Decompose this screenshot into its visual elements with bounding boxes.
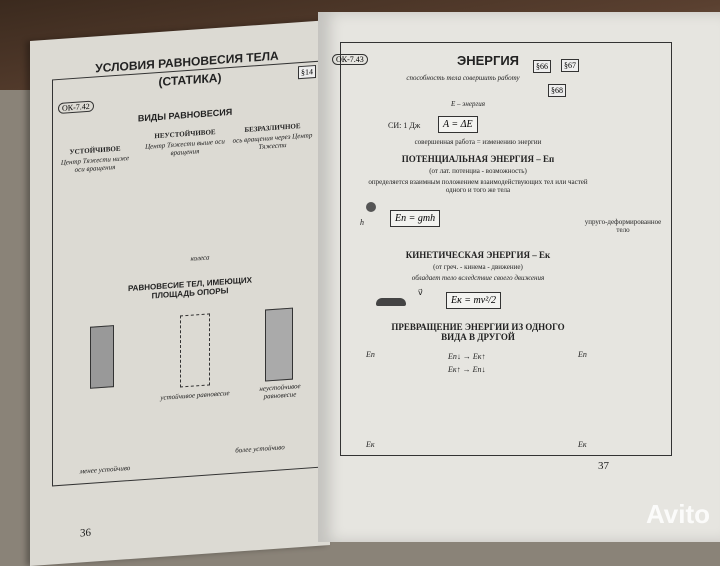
height-label: h bbox=[360, 218, 364, 227]
velocity-label: v⃗ bbox=[418, 288, 423, 297]
potential-heading: ПОТЕНЦИАЛЬНАЯ ЭНЕРГИЯ – Eп bbox=[401, 154, 555, 164]
kinetic-desc: обладает тело вследствие своего движения bbox=[411, 274, 545, 282]
section-badge: §68 bbox=[548, 84, 566, 97]
work-text: совершенная работа = изменению энергии bbox=[414, 138, 542, 146]
section-badge: §67 bbox=[561, 59, 579, 72]
si-unit: СИ: 1 Дж bbox=[388, 121, 421, 130]
ep-label-right: Eп bbox=[578, 350, 587, 359]
section-badge: §66 bbox=[533, 60, 551, 73]
kinetic-origin: (от греч. - кинема - движение) bbox=[433, 263, 523, 271]
block-unstable bbox=[265, 307, 293, 382]
page-title: ЭНЕРГИЯ bbox=[456, 53, 520, 68]
potential-origin: (от лат. потенциа - возможность) bbox=[429, 167, 527, 175]
spring-label: упруго-деформированное тело bbox=[584, 218, 662, 235]
ek-label: Eк bbox=[366, 440, 375, 449]
potential-desc: определяется взаимным положением взаимод… bbox=[368, 178, 588, 195]
section-badge: §14 bbox=[298, 64, 316, 80]
potential-formula: Eп = gmh bbox=[390, 210, 441, 227]
kinetic-formula: Eк = mv²/2 bbox=[446, 292, 501, 309]
ball-icon bbox=[366, 202, 376, 212]
energy-label: E – энергия bbox=[451, 100, 485, 108]
transform-1: Eп↓ → Eк↑ bbox=[448, 352, 486, 361]
page-number-left: 36 bbox=[80, 526, 91, 540]
kinetic-heading: КИНЕТИЧЕСКАЯ ЭНЕРГИЯ – Eк bbox=[405, 250, 551, 260]
right-frame bbox=[340, 42, 672, 456]
code-badge: ОК-7.43 bbox=[332, 54, 368, 65]
transform-2: Eк↑ → Eп↓ bbox=[448, 365, 486, 374]
block-stable bbox=[90, 325, 114, 389]
work-formula: A = ΔE bbox=[438, 116, 478, 133]
page-number-right: 37 bbox=[598, 460, 609, 472]
right-page: ОК-7.43 ЭНЕРГИЯ §66 §67 §68 способность … bbox=[318, 12, 720, 542]
ek-label-right: Eк bbox=[578, 440, 587, 449]
avito-watermark: Avito bbox=[645, 499, 710, 529]
definition: способность тела совершить работу bbox=[406, 74, 520, 82]
ep-label: Eп bbox=[366, 350, 375, 359]
block-tilting bbox=[180, 313, 210, 388]
transform-heading: ПРЕВРАЩЕНИЕ ЭНЕРГИИ ИЗ ОДНОГО ВИДА В ДРУ… bbox=[391, 322, 565, 343]
left-page: ОК-7.42 УСЛОВИЯ РАВНОВЕСИЯ ТЕЛА (СТАТИКА… bbox=[30, 20, 330, 566]
car-icon bbox=[376, 298, 406, 306]
